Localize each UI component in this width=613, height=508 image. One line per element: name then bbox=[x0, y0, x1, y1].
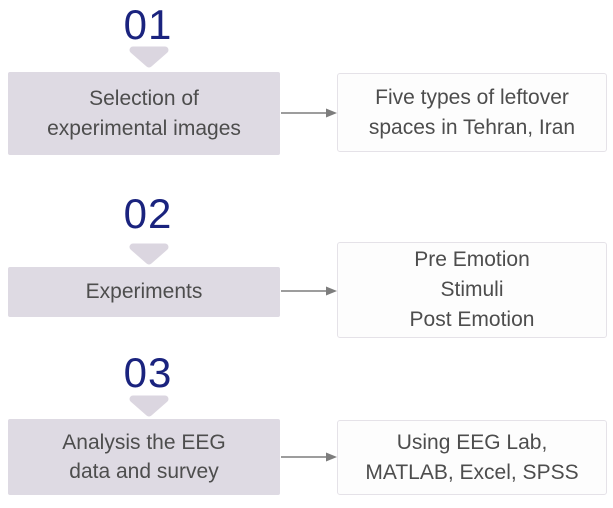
chevron-down-icon bbox=[129, 243, 169, 265]
step-2-number: 02 bbox=[123, 190, 173, 237]
step-1-box: Selection of experimental images bbox=[8, 72, 280, 155]
step-3-number: 03 bbox=[123, 349, 173, 396]
arrow-right-icon bbox=[281, 286, 337, 296]
arrow-right-icon bbox=[281, 452, 337, 462]
step-3-result-box: Using EEG Lab, MATLAB, Excel, SPSS bbox=[337, 420, 607, 495]
chevron-down-icon bbox=[129, 395, 169, 417]
step-3-box: Analysis the EEG data and survey bbox=[8, 419, 280, 495]
chevron-down-icon bbox=[129, 46, 169, 68]
step-2-result-box: Pre Emotion Stimuli Post Emotion bbox=[337, 242, 607, 338]
arrow-right-icon bbox=[281, 108, 337, 118]
step-1-result-box: Five types of leftover spaces in Tehran,… bbox=[337, 73, 607, 152]
step-2-box: Experiments bbox=[8, 267, 280, 317]
step-1-number: 01 bbox=[123, 1, 173, 48]
